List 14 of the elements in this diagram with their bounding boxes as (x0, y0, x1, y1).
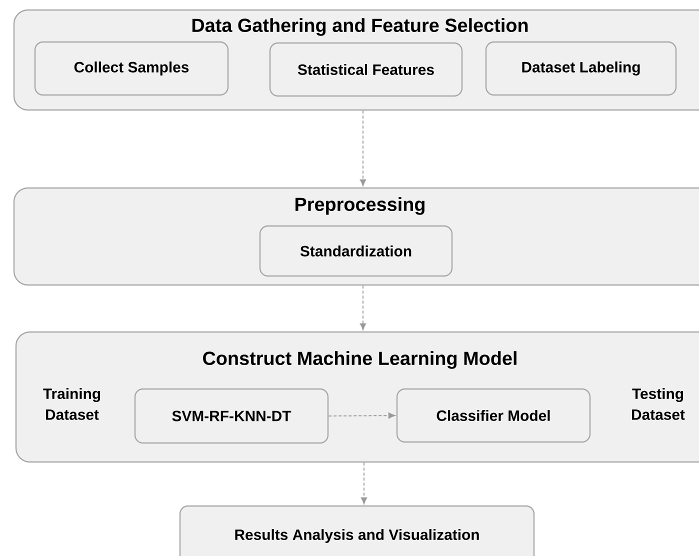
arrow (360, 285, 366, 330)
node-label: Testing Dataset (632, 388, 685, 420)
arrow (360, 462, 368, 504)
process-box: Dataset Labeling (485, 41, 677, 96)
arrow (328, 412, 396, 419)
process-box: Classifier Model (396, 388, 591, 443)
process-box: SVM-RF-KNN-DT (134, 388, 329, 444)
process-box: Results Analysis and Visualization (179, 505, 535, 556)
arrow (360, 110, 366, 186)
node-label: Training Dataset (43, 388, 100, 420)
process-box: Standardization (259, 225, 453, 277)
process-box: Collect Samples (34, 41, 229, 96)
process-box: Statistical Features (269, 42, 463, 97)
node-label: Construct Machine Learning Model (203, 351, 516, 369)
